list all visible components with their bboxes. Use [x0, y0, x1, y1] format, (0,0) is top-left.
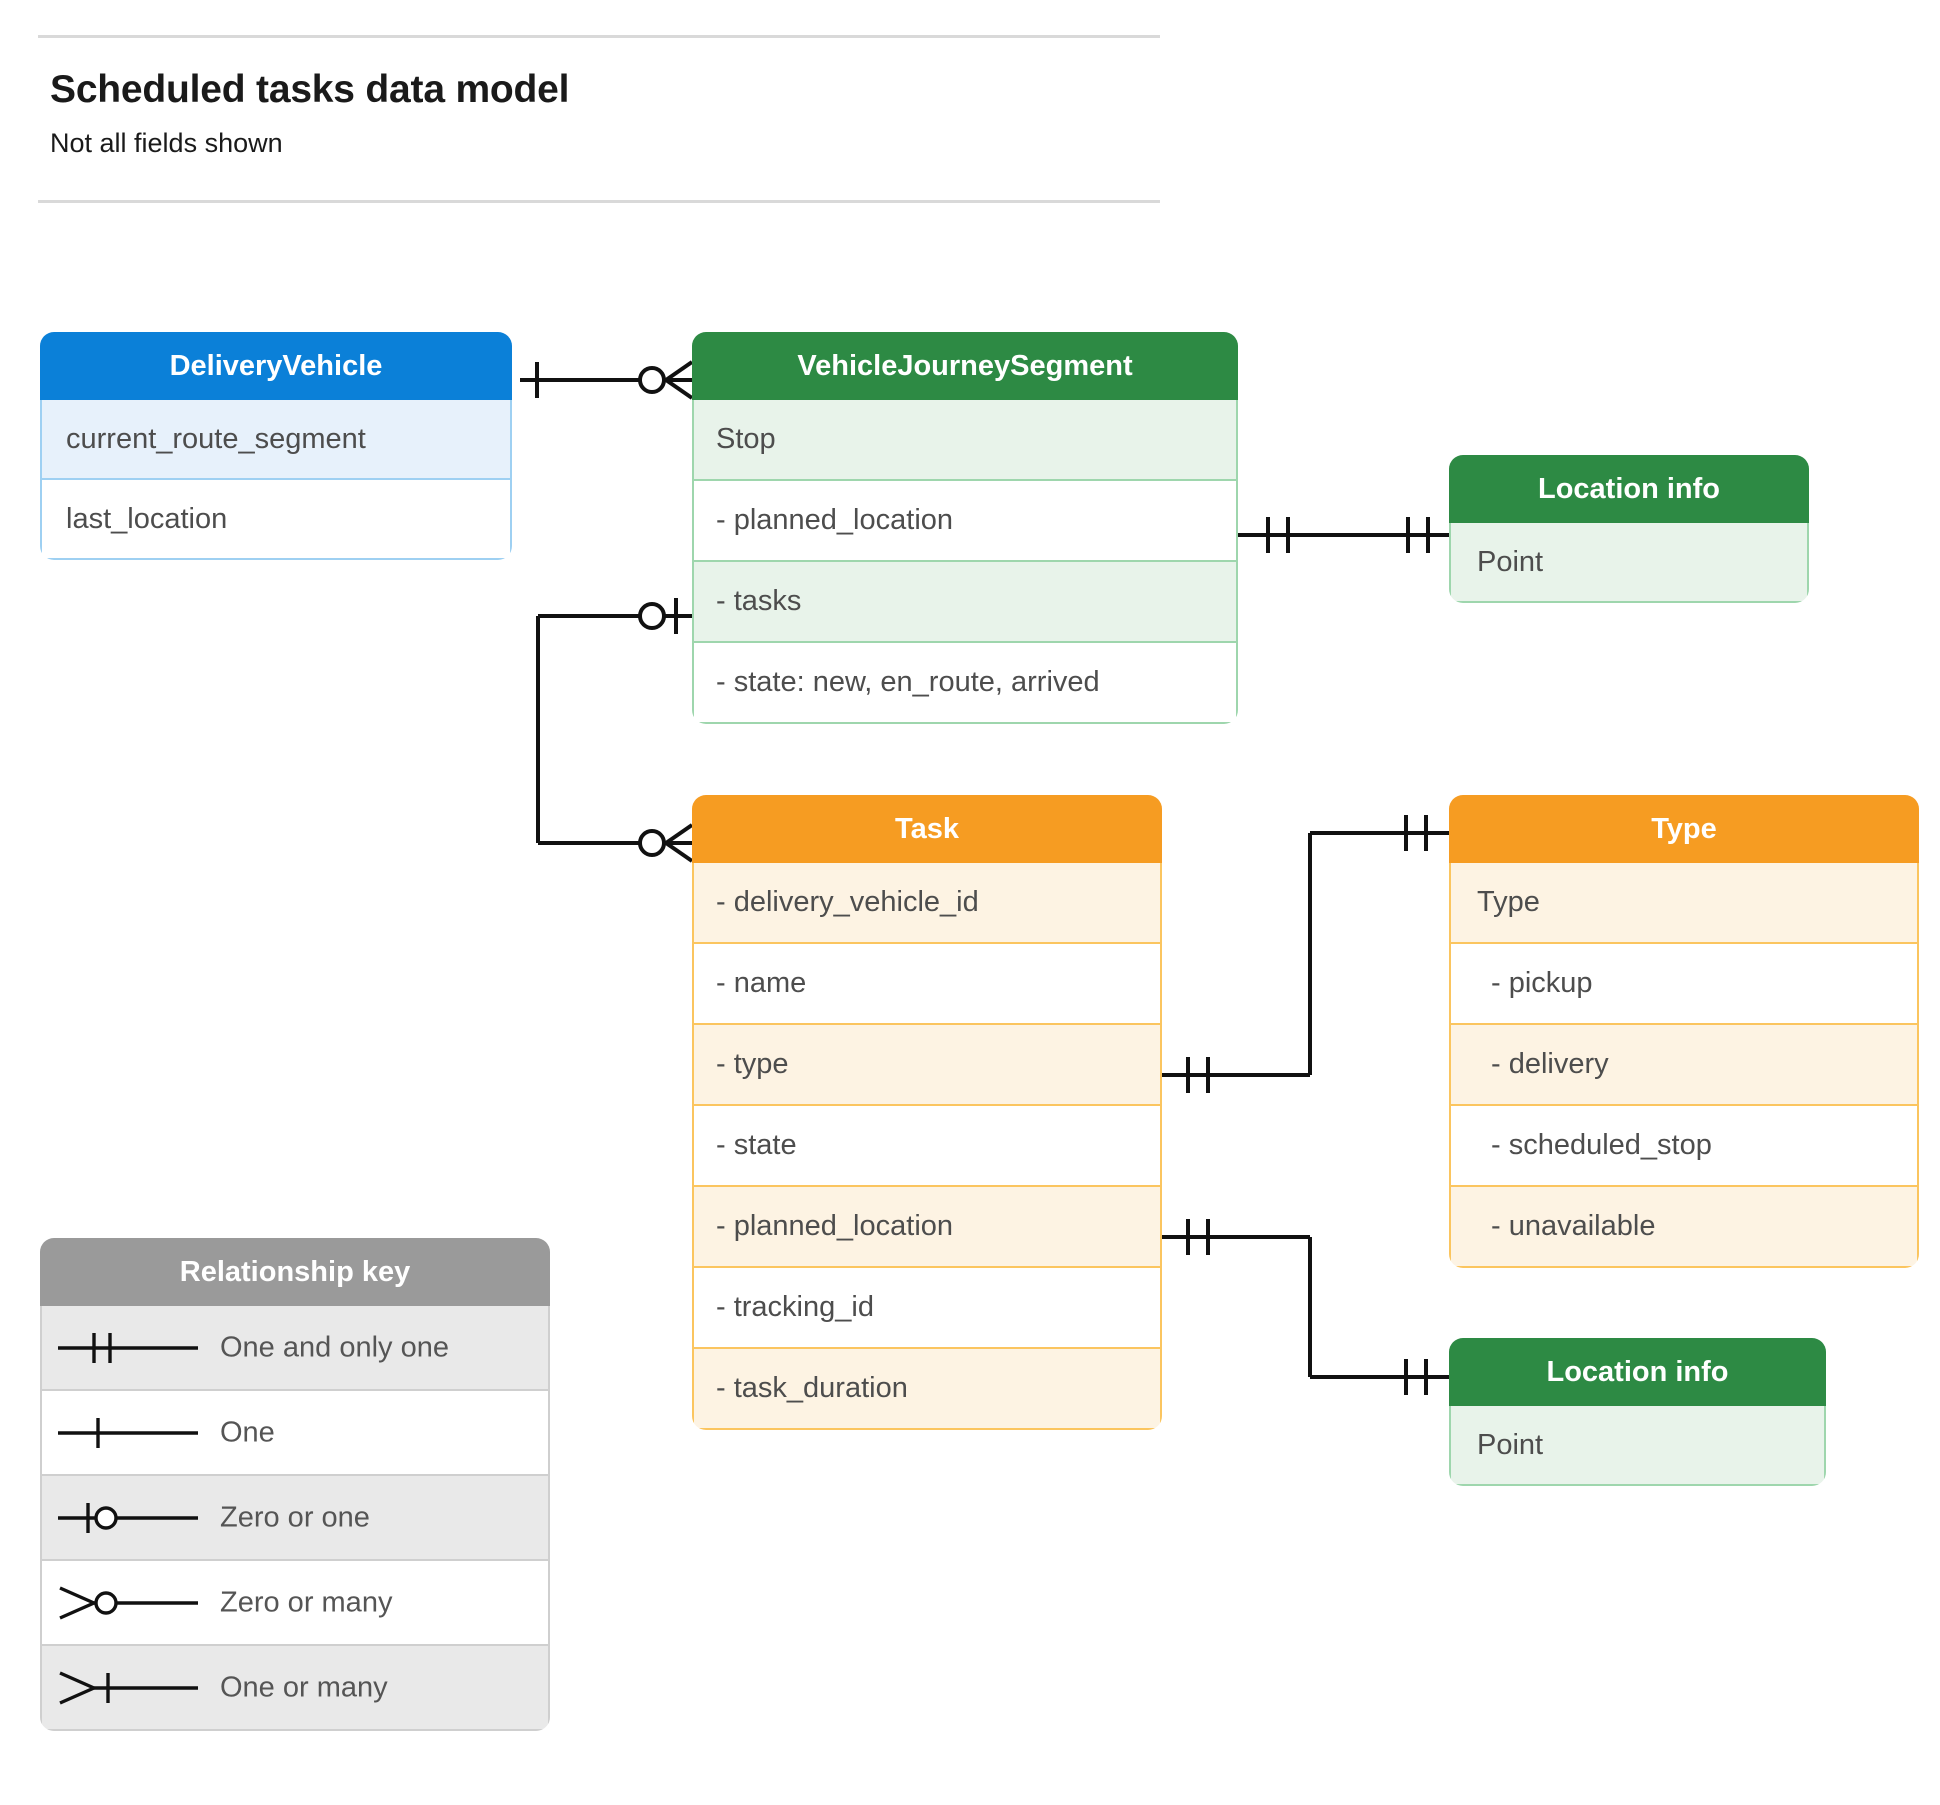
entity-vehicle-journey-segment-title: VehicleJourneySegment: [692, 332, 1238, 400]
legend-item-zero-or-many: Zero or many: [40, 1561, 550, 1646]
entity-vehicle-journey-segment-row: - tasks: [692, 562, 1238, 643]
field-label: - state: new, en_route, arrived: [716, 666, 1100, 698]
entity-type-row: - delivery: [1449, 1025, 1919, 1106]
entity-vehicle-journey-segment-row: - planned_location: [692, 481, 1238, 562]
legend-item-label: One and only one: [220, 1331, 449, 1363]
entity-delivery-vehicle[interactable]: DeliveryVehicle current_route_segment la…: [40, 332, 512, 560]
field-label: Type: [1477, 886, 1540, 918]
entity-type-row: - unavailable: [1449, 1187, 1919, 1268]
one-and-only-one-icon: [58, 1332, 198, 1363]
field-label: - scheduled_stop: [1491, 1129, 1712, 1161]
entity-type-row: - pickup: [1449, 944, 1919, 1025]
legend-item-label: Zero or one: [220, 1501, 370, 1533]
field-label: - tasks: [716, 585, 802, 617]
one-or-many-icon: [59, 1670, 198, 1705]
entity-location-info-top-title: Location info: [1449, 455, 1809, 523]
entity-location-info-bottom[interactable]: Location info Point: [1449, 1338, 1826, 1486]
field-label: - planned_location: [716, 1210, 954, 1242]
field-label: Point: [1477, 545, 1544, 578]
field-label: Stop: [716, 423, 776, 455]
entity-delivery-vehicle-row: last_location: [40, 480, 512, 560]
entity-type-row: - scheduled_stop: [1449, 1106, 1919, 1187]
field-label: last_location: [66, 502, 228, 535]
entity-type[interactable]: Type Type - pickup - delivery - schedule…: [1449, 795, 1919, 1268]
field-label: - name: [716, 967, 807, 999]
entity-delivery-vehicle-row: current_route_segment: [40, 400, 512, 480]
legend-item-one-or-many: One or many: [40, 1646, 550, 1731]
legend-item-one-and-only-one: One and only one: [40, 1306, 550, 1391]
legend-item-label: One: [220, 1416, 275, 1448]
field-label: - state: [716, 1129, 797, 1161]
legend-item-label: Zero or many: [220, 1586, 393, 1618]
entity-location-info-bottom-row: Point: [1449, 1406, 1826, 1486]
entity-type-title: Type: [1449, 795, 1919, 863]
field-label: current_route_segment: [66, 422, 366, 455]
entity-vehicle-journey-segment[interactable]: VehicleJourneySegment Stop - planned_loc…: [692, 332, 1238, 724]
entity-location-info-bottom-title: Location info: [1449, 1338, 1826, 1406]
field-label: - tracking_id: [716, 1291, 874, 1323]
legend-item-zero-or-one: Zero or one: [40, 1476, 550, 1561]
field-label: - pickup: [1491, 967, 1593, 999]
field-label: - task_duration: [716, 1372, 908, 1404]
header-rule-top: [38, 35, 1160, 38]
field-label: - delivery: [1491, 1048, 1609, 1080]
entity-task-row: - planned_location: [692, 1187, 1162, 1268]
entity-location-info-top[interactable]: Location info Point: [1449, 455, 1809, 603]
entity-location-info-top-row: Point: [1449, 523, 1809, 603]
entity-type-row: Type: [1449, 863, 1919, 944]
field-label: - unavailable: [1491, 1210, 1656, 1242]
entity-task[interactable]: Task - delivery_vehicle_id - name - type…: [692, 795, 1162, 1430]
field-label: - delivery_vehicle_id: [716, 886, 979, 918]
legend-title: Relationship key: [40, 1238, 550, 1306]
entity-task-title: Task: [692, 795, 1162, 863]
one-icon: [58, 1417, 198, 1448]
entity-task-row: - task_duration: [692, 1349, 1162, 1430]
page-subtitle: Not all fields shown: [50, 128, 283, 158]
field-label: - type: [716, 1048, 789, 1080]
entity-task-row: - state: [692, 1106, 1162, 1187]
legend-item-one: One: [40, 1391, 550, 1476]
entity-task-row: - tracking_id: [692, 1268, 1162, 1349]
entity-delivery-vehicle-title: DeliveryVehicle: [40, 332, 512, 400]
entity-task-row: - type: [692, 1025, 1162, 1106]
header-rule-bottom: [38, 200, 1160, 203]
entity-task-row: - name: [692, 944, 1162, 1025]
zero-or-one-icon: [58, 1502, 198, 1533]
field-label: Point: [1477, 1428, 1544, 1461]
page-title: Scheduled tasks data model: [50, 68, 570, 111]
entity-task-row: - delivery_vehicle_id: [692, 863, 1162, 944]
legend-relationship-key[interactable]: Relationship key One and only one One: [40, 1238, 550, 1731]
entity-vehicle-journey-segment-row: Stop: [692, 400, 1238, 481]
field-label: - planned_location: [716, 504, 954, 536]
zero-or-many-icon: [59, 1585, 198, 1620]
legend-item-label: One or many: [220, 1671, 388, 1703]
entity-vehicle-journey-segment-row: - state: new, en_route, arrived: [692, 643, 1238, 724]
